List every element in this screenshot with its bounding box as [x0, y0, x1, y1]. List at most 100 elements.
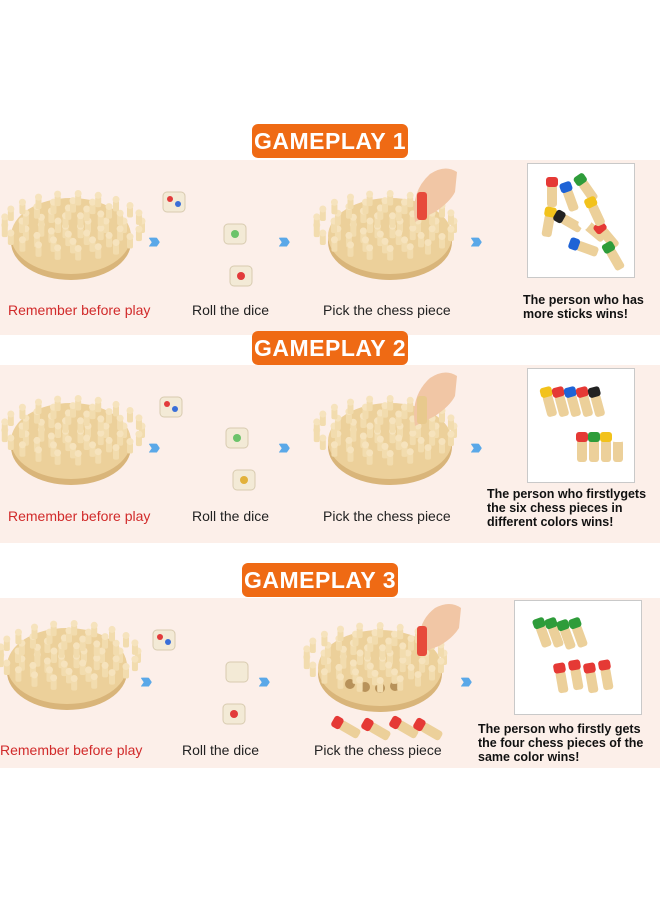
peg-icon [391, 630, 399, 647]
peg-icon [22, 414, 30, 431]
peg-icon [74, 245, 82, 261]
peg-icon [385, 637, 393, 653]
dice-icon [159, 396, 183, 418]
peg-icon [89, 403, 97, 420]
chess-piece-icon [556, 619, 576, 650]
chess-piece-icon [413, 717, 443, 741]
peg-icon [70, 675, 78, 691]
chess-piece-icon [544, 617, 564, 648]
peg-icon [85, 666, 93, 682]
peg-icon [77, 417, 84, 433]
peg-icon [69, 237, 77, 254]
peg-icon [399, 642, 407, 658]
arrow-icon: ››››› [148, 434, 160, 459]
peg-icon [18, 198, 26, 215]
peg-icon [395, 434, 403, 451]
hand-icon [417, 604, 461, 656]
peg-icon [366, 662, 374, 679]
peg-icon [122, 663, 130, 679]
chess-piece-icon [546, 177, 558, 207]
peg-icon [97, 429, 105, 446]
peg-icon [381, 237, 389, 254]
arrow-icon: ››››› [460, 668, 472, 693]
peg-icon [94, 448, 102, 464]
peg-icon [35, 241, 42, 257]
peg-icon [108, 669, 116, 685]
peg-icon [428, 430, 436, 446]
chess-piece-icon [532, 617, 614, 694]
peg-icon [112, 195, 120, 212]
peg-icon [112, 400, 120, 417]
chess-piece-icon [532, 617, 552, 648]
chess-piece-icon [541, 173, 625, 271]
peg-icon [93, 640, 101, 656]
caption-remember: Remember before play [8, 302, 151, 318]
dice-icon [152, 629, 176, 651]
peg-icon [409, 224, 417, 241]
peg-icon [347, 193, 354, 210]
peg-icon [389, 212, 396, 228]
peg-icon [319, 205, 327, 222]
peg-icon [401, 403, 409, 420]
peg-icon [309, 637, 317, 654]
wooden-board-icon [1, 189, 146, 280]
peg-icon [376, 621, 384, 638]
peg-icon [69, 442, 77, 459]
peg-icon [366, 190, 374, 207]
peg-icon [381, 197, 389, 213]
dice-icon [162, 191, 186, 213]
peg-icon [93, 654, 101, 671]
result-photo-frame [527, 368, 635, 483]
peg-icon [319, 434, 327, 450]
peg-icon [112, 239, 120, 255]
peg-icon [18, 441, 26, 457]
chess-piece-icon [575, 386, 593, 417]
arrow-icon: ››››› [258, 668, 270, 693]
peg-icon [18, 403, 26, 420]
peg-icon [395, 229, 403, 246]
peg-icon [102, 422, 110, 438]
peg-icon [391, 668, 399, 684]
peg-icon [347, 446, 354, 462]
peg-icon [116, 414, 124, 431]
gameplay-badge: GAMEPLAY 2 [252, 331, 408, 365]
peg-icon [366, 422, 374, 438]
peg-icon [406, 396, 414, 413]
peg-icon [313, 418, 321, 434]
peg-icon [7, 434, 15, 450]
peg-icon [330, 198, 338, 215]
peg-icon [135, 430, 143, 447]
peg-icon [1, 213, 9, 229]
chess-piece-icon [553, 209, 583, 233]
peg-icon [89, 236, 97, 252]
peg-icon [381, 442, 389, 459]
caption-pick: Pick the chess piece [323, 302, 451, 318]
peg-icon [54, 449, 62, 465]
chess-piece-icon [331, 715, 361, 739]
peg-icon [126, 201, 134, 218]
peg-icon [79, 659, 87, 676]
peg-icon [135, 414, 143, 430]
peg-icon [69, 197, 77, 213]
chess-piece-icon [563, 386, 581, 417]
peg-icon [401, 441, 409, 457]
gameplay-badge: GAMEPLAY 3 [242, 563, 398, 597]
chess-piece-icon [598, 659, 614, 691]
peg-icon [7, 229, 15, 245]
peg-icon [98, 647, 106, 663]
peg-icon [97, 224, 105, 241]
caption-roll: Roll the dice [192, 508, 270, 524]
peg-icon [116, 225, 124, 241]
peg-icon [395, 410, 403, 426]
peg-icon [77, 212, 84, 228]
peg-icon [438, 233, 446, 249]
caption-roll: Roll the dice [192, 302, 270, 318]
caption-remember: Remember before play [8, 508, 151, 524]
peg-icon [386, 450, 394, 466]
chess-piece-icon [539, 386, 624, 462]
peg-icon [90, 621, 98, 638]
chess-piece-icon [551, 386, 569, 417]
peg-icon [97, 415, 105, 431]
peg-icon [386, 394, 394, 411]
dice-icon [225, 661, 249, 683]
